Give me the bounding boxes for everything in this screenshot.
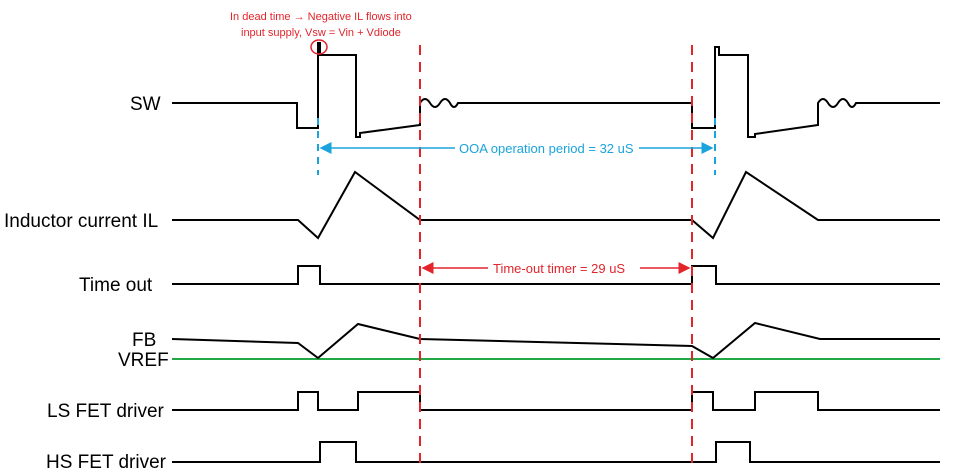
sw-waveform xyxy=(172,42,940,138)
timeout-timer-text: Time-out timer = 29 uS xyxy=(493,261,625,276)
inductor-current-waveform xyxy=(172,170,940,240)
sw-label: SW xyxy=(130,94,161,115)
ooa-period-text: OOA operation period = 32 uS xyxy=(459,141,634,156)
dead-time-note-line1: In dead time → Negative IL flows into xyxy=(230,11,412,23)
ls-fet-driver-label: LS FET driver xyxy=(47,401,165,422)
dead-time-circle xyxy=(310,39,328,55)
timeout-label: Time out xyxy=(79,275,153,296)
ls-fet-driver-waveform xyxy=(172,391,940,411)
vref-label: VREF xyxy=(118,350,169,371)
hs-fet-driver-waveform xyxy=(172,441,940,463)
dead-time-note-line2: input supply, Vsw = Vin + Vdiode xyxy=(241,27,401,39)
fb-label: FB xyxy=(132,330,156,351)
inductor-current-label: Inductor current IL xyxy=(4,211,158,232)
hs-fet-driver-label: HS FET driver xyxy=(46,452,167,472)
fb-waveform xyxy=(171,321,940,360)
timeout-waveform xyxy=(172,265,940,285)
